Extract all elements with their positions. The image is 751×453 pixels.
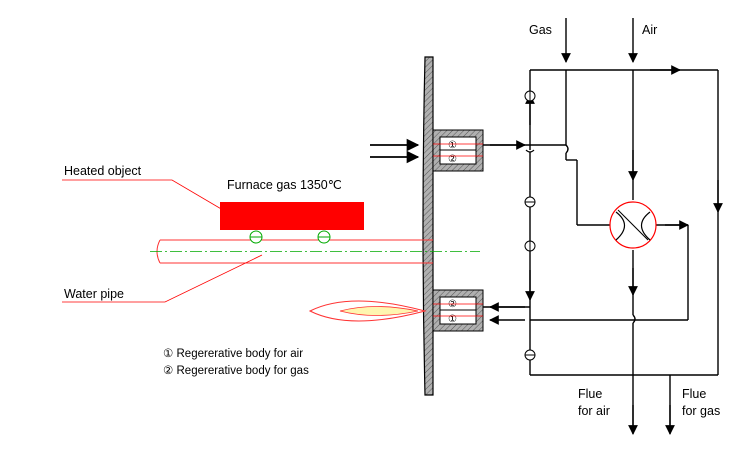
check-valves [524,90,536,361]
water-pipe [150,239,480,264]
flue-gas-label-1: Flue [682,387,706,401]
heated-object-label: Heated object [64,164,142,178]
pipe-supports [249,230,331,244]
marker-one-lower: ① [448,314,457,325]
piping-network [483,69,719,430]
flue-air-label-1: Flue [578,387,602,401]
lower-regenerator-box: ② ① [432,289,484,332]
furnace-wall [422,56,434,396]
heated-object-block [220,202,364,230]
flow-arrows [489,18,723,435]
furnace-gas-label: Furnace gas 1350℃ [227,178,342,192]
flame [308,300,427,322]
flue-gas-label-2: for gas [682,404,720,418]
flue-air-label-2: for air [578,404,610,418]
marker-two-lower: ② [448,299,457,310]
heated-object-leader [62,179,241,221]
marker-two-upper: ② [448,154,457,165]
marker-one-upper: ① [448,140,457,151]
water-pipe-leader [62,254,263,303]
legend-item-2: ② Regererative body for gas [163,365,309,377]
gas-label: Gas [529,23,552,37]
legend-item-1: ① Regererative body for air [163,348,303,360]
air-label: Air [642,23,657,37]
reversing-valve [609,201,657,249]
water-pipe-label: Water pipe [64,287,124,301]
upper-regenerator-box: ① ② [432,129,484,172]
